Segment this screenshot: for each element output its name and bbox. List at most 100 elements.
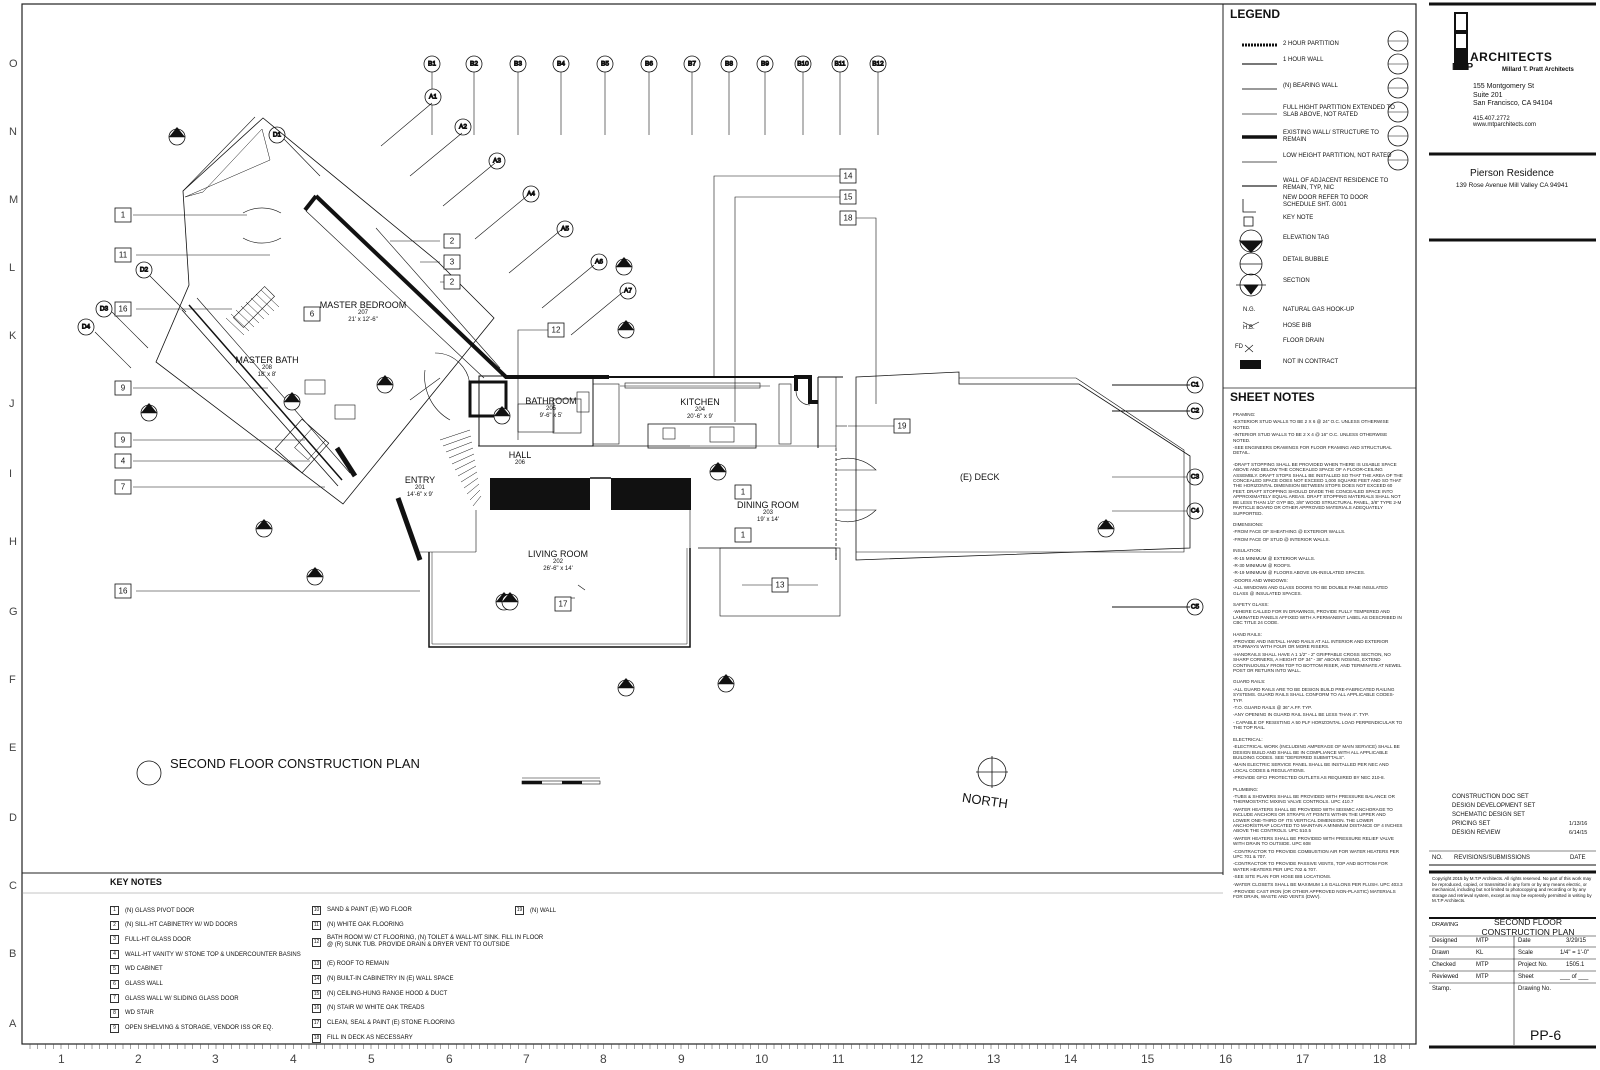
firm-address-2: Suite 201 [1473, 92, 1503, 99]
sheet-note-line: -PROVIDE CAST IRON (OR OTHER APPROVED NO… [1233, 889, 1396, 900]
room-living: LIVING ROOM 202 26'-6" x 14' [522, 549, 594, 573]
sheet-note-heading: SAFETY GLASS: [1233, 601, 1269, 607]
sheet-note-line: -ALL WINDOWS AND GLASS DOORS TO BE DOUBL… [1233, 585, 1388, 596]
room-master-bath: MASTER BATH 208 18' x 8' [227, 355, 307, 379]
grid-col-label: 8 [600, 1052, 607, 1066]
key-note-text: (N) WHITE OAK FLOORING [327, 921, 404, 928]
key-note-number: 15 [312, 989, 321, 999]
room-number: 208 [261, 365, 272, 371]
key-note-tag [114, 301, 132, 317]
north-arrow [976, 756, 1008, 788]
submission-label: CONSTRUCTION DOC SET [1452, 794, 1529, 800]
sheet-note-section: HAND RAILS:-PROVIDE AND INSTALL HAND RAI… [1233, 632, 1403, 674]
grid-bubble-label: A2 [459, 124, 467, 131]
sheet-note-line: -T.O. GUARD RAILS @ 36" A.FF. TYP. [1233, 705, 1312, 711]
sheet-note-line: -DRAFT STOPPING SHALL BE PROVIDED WHEN T… [1233, 461, 1403, 516]
submissions-date-header: DATE [1570, 855, 1586, 861]
room-number: 206 [514, 460, 525, 466]
grid-bubble-label: B5 [601, 61, 609, 68]
key-note-number: 9 [110, 1023, 119, 1033]
room-bathroom: BATHROOM 205 9'-6" x 5' [517, 396, 585, 420]
grid-bubble-label: A7 [624, 288, 632, 295]
key-note-tag [839, 189, 857, 205]
key-note-number: 7 [110, 994, 119, 1004]
drawing-no-label: Drawing No. [1518, 986, 1552, 992]
key-note-item: 11(N) WHITE OAK FLOORING [312, 920, 547, 930]
key-note-text: (N) WALL [530, 907, 557, 914]
sheet-note-line: -MAIN ELECTRIC SERVICE PANEL SHALL BE IN… [1233, 762, 1389, 773]
sheet-note-section: PLUMBING:-TUBS & SHOWERS SHALL BE PROVID… [1233, 787, 1403, 900]
sheet-note-line: -DOORS AND WINDOWS: [1233, 577, 1288, 583]
room-dining: DINING ROOM 203 19' x 14' [732, 500, 804, 524]
grid-row-label: M [9, 194, 19, 206]
grid-bubble-label: A1 [429, 94, 437, 101]
room-dims: 18' x 8' [257, 372, 277, 378]
key-note-number: 8 [110, 1008, 119, 1018]
room-number: 203 [762, 510, 773, 516]
room-number: 202 [552, 559, 563, 565]
submissions-header: REVISIONS/SUBMISSIONS [1454, 855, 1531, 861]
key-note-tag-label: 1 [741, 531, 746, 540]
sheet-note-heading: INSULATION: [1233, 548, 1262, 554]
key-note-tag-label: 9 [121, 384, 126, 393]
key-note-tag-label: 12 [552, 326, 561, 335]
checked-label: Checked [1432, 962, 1456, 968]
sheet-note-section: DIMENSIONS:-FROM FACE OF SHEATHING @ EXT… [1233, 522, 1403, 542]
key-note-text: OPEN SHELVING & STORAGE, VENDOR ISS OR E… [125, 1025, 274, 1032]
grid-row-label: J [9, 398, 15, 410]
scale-label: Scale [1518, 950, 1534, 956]
grid-row-label: H [9, 536, 17, 548]
grid-bubble [135, 261, 153, 279]
sheet-note-section: INSULATION:-R-15 MINIMUM @ EXTERIOR WALL… [1233, 548, 1403, 596]
key-note-item: 15(N) CEILING-HUNG RANGE HOOD & DUCT [312, 989, 547, 999]
key-note-tag-label: 7 [121, 483, 126, 492]
grid-col-label: 15 [1141, 1052, 1155, 1066]
key-note-number: 18 [312, 1033, 321, 1043]
legend-item-label: 1 HOUR WALL [1283, 57, 1324, 63]
sheet-note-line: -FROM FACE OF STUD @ INTERIOR WALLS. [1233, 536, 1330, 542]
firm-address-1: 155 Montgomery St [1473, 83, 1535, 90]
grid-row-label: I [9, 468, 13, 480]
grid-col-label: 12 [910, 1052, 924, 1066]
drawn-label: Drawn [1432, 950, 1450, 956]
submission-date: 6/14/15 [1569, 830, 1588, 836]
grid-col-label: 14 [1064, 1052, 1078, 1066]
legend-item-label: KEY NOTE [1283, 215, 1314, 221]
key-note-text: (N) BUILT-IN CABINETRY IN (E) WALL SPACE [327, 975, 454, 982]
key-note-text: FULL-HT GLASS DOOR [125, 936, 191, 943]
room-name: BATHROOM [525, 396, 577, 406]
sheet-note-line: -R-30 MINIMUM @ ROOFS. [1233, 562, 1292, 568]
key-note-number: 16 [312, 1004, 321, 1014]
room-dims: 26'-6" x 14' [543, 566, 573, 572]
firm-website: www.mtparchitects.com [1473, 122, 1537, 128]
grid-bubble-label: C3 [1191, 474, 1200, 481]
submission-date: 1/13/16 [1569, 821, 1588, 827]
grid-bubble [424, 88, 442, 106]
key-note-text: BATH ROOM W/ CT FLOORING, (N) TOILET & W… [327, 935, 544, 949]
sheet-note-heading: FRAMING: [1233, 412, 1256, 417]
grid-bubble-label: B1 [428, 61, 436, 68]
sheet-note-section: SAFETY GLASS: -WHERE CALLED FOR IN DRAWIN… [1233, 602, 1403, 626]
key-note-tag-label: 2 [450, 237, 455, 246]
key-note-text: GLASS WALL [125, 981, 163, 987]
sheet-label: Sheet [1518, 974, 1534, 980]
grid-bubble-label: C4 [1191, 508, 1200, 515]
legend-item-label: DETAIL BUBBLE [1283, 257, 1329, 263]
sheet-note-heading: HAND RAILS: [1233, 631, 1262, 637]
legend-item-label: 2 HOUR PARTITION [1283, 41, 1339, 47]
grid-bubble-label: D2 [140, 267, 149, 274]
room-hall: HALL 206 [500, 450, 540, 467]
key-note-tag-label: 15 [844, 193, 853, 202]
sheet-note-line: -WHERE CALLED FOR IN DRAWINGS, PROVIDE F… [1233, 609, 1402, 626]
key-note-tag [114, 247, 132, 263]
key-note-tag-label: 18 [844, 214, 853, 223]
grid-row-label: E [9, 742, 17, 754]
legend-fd-symbol: FD [1235, 344, 1243, 350]
grid-bubble-label: B11 [834, 61, 845, 68]
